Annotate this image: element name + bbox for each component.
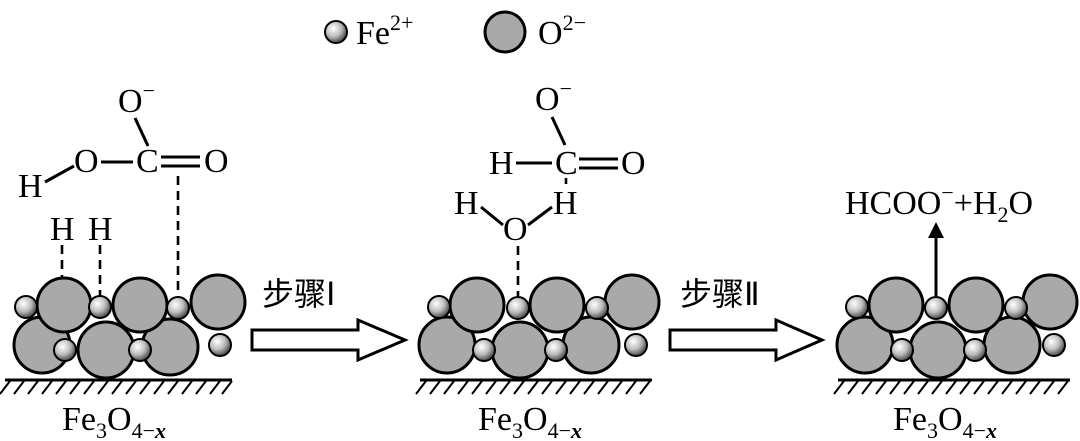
panel-3: HCOO−+H2O Fe3O4−x (833, 180, 1079, 441)
bond-h-o-1 (480, 205, 504, 227)
fe-atom (208, 333, 232, 357)
h-left-label: H (489, 145, 514, 182)
o-atom (35, 276, 93, 334)
fe-atom (14, 295, 38, 319)
water-o-label: O (503, 211, 528, 248)
bond-o-c (550, 116, 567, 146)
water-h-2: H (553, 185, 578, 222)
water-h-1: H (454, 185, 479, 222)
legend-fe-label: Fe2+ (356, 10, 413, 52)
fe-atom (624, 333, 648, 357)
ground-hatch (415, 380, 651, 395)
o-atom (603, 273, 661, 331)
h-left-label: H (18, 168, 43, 205)
fe-legend-atom (324, 20, 348, 44)
surface-atoms-2 (417, 273, 661, 380)
fe-atom (166, 296, 190, 320)
surface-atoms-3 (835, 273, 1079, 380)
release-arrow-head (928, 222, 944, 238)
o-atom (1021, 273, 1079, 331)
step-1-label: 步骤Ⅰ (262, 275, 335, 313)
step-1-arrow: 步骤Ⅰ (250, 275, 409, 363)
o-atom (448, 276, 506, 334)
surface-h-1: H (50, 211, 75, 248)
fe-atom (544, 338, 568, 362)
o-atom (76, 320, 136, 380)
bond-o-c (133, 117, 150, 147)
substrate-label-1: Fe3O4−x (62, 401, 166, 441)
o-atom (947, 276, 1005, 334)
hollow-arrow-2 (668, 317, 826, 363)
o-atom (189, 273, 247, 331)
product-label: HCOO−+H2O (845, 180, 1033, 227)
carbon-label: C (555, 145, 578, 182)
fe-atom (585, 296, 609, 320)
fe-atom (53, 338, 77, 362)
fe-atom (963, 338, 987, 362)
substrate-label-2: Fe3O4−x (478, 401, 582, 441)
o-atom (867, 276, 925, 334)
fe-atom (506, 296, 530, 320)
ground-hatch (0, 380, 233, 395)
panel-1: O− O C O H H H (0, 78, 247, 441)
ground-hatch (833, 380, 1069, 395)
surface-atoms-1 (12, 273, 247, 380)
fe-atom (845, 295, 869, 319)
o-atom (528, 276, 586, 334)
fe-atom (88, 295, 112, 319)
legend-o-label: O2− (538, 10, 586, 52)
o-atom (490, 320, 550, 380)
step-2-arrow: 步骤Ⅱ (668, 275, 826, 363)
step-2-label: 步骤Ⅱ (680, 275, 760, 313)
bond-h-o (44, 164, 75, 184)
o-right-label: O (204, 143, 229, 180)
fe-atom (427, 295, 451, 319)
fe-atom (890, 338, 914, 362)
carbon-label: C (136, 143, 159, 180)
o-atom (908, 320, 968, 380)
fe-atom (924, 296, 948, 320)
legend: Fe2+ O2− (324, 10, 586, 54)
bicarbonate-molecule: O− O C O H (18, 78, 229, 205)
o-legend-atom (483, 10, 527, 54)
panel-2: O− H C O H O H (415, 76, 661, 441)
fe-atom (472, 338, 496, 362)
bond-h-o-2 (527, 205, 553, 227)
surface-h-2: H (88, 211, 113, 248)
o-minus-label: O− (118, 78, 155, 120)
substrate-label-3: Fe3O4−x (893, 401, 997, 441)
o-minus-label: O− (535, 76, 572, 118)
fe-atom (1042, 333, 1066, 357)
fe-atom (1004, 296, 1028, 320)
o-right-label: O (621, 145, 646, 182)
fe-atom (128, 338, 152, 362)
hollow-arrow-1 (250, 317, 409, 363)
o-atom (111, 276, 169, 334)
formate-water-complex: O− H C O H O H (454, 76, 646, 248)
o-left-label: O (74, 143, 99, 180)
